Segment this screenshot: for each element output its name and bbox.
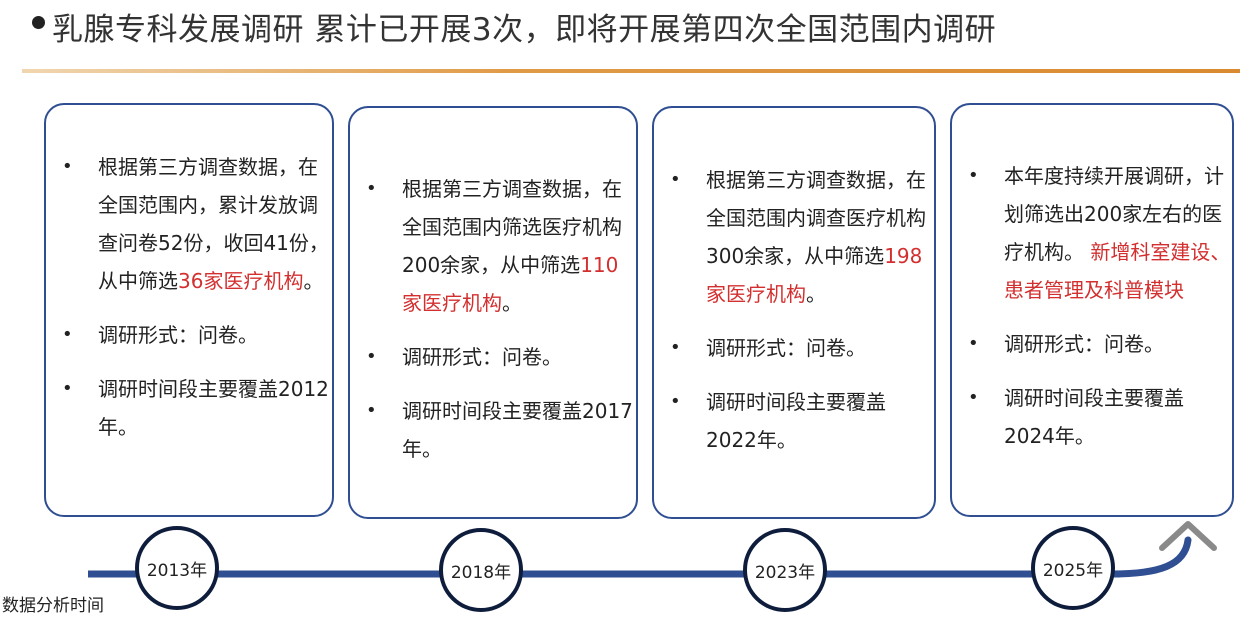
- highlight-text: 36家医疗机构: [178, 269, 304, 293]
- list-item: 调研形式：问卷。: [654, 329, 934, 367]
- list-item: 调研形式：问卷。: [350, 338, 636, 376]
- year-node-2023: 2023年: [743, 528, 827, 612]
- card-list: 根据第三方调查数据，在全国范围内筛选医疗机构200余家，从中筛选110家医疗机构…: [350, 170, 636, 468]
- year-label: 2025年: [1042, 560, 1104, 581]
- timeline-curve: [1108, 536, 1192, 578]
- highlight-text: 198家医疗机构: [706, 244, 923, 306]
- list-item: 根据第三方调查数据，在全国范围内调查医疗机构300余家，从中筛选198家医疗机构…: [654, 161, 934, 313]
- year-node-2018: 2018年: [439, 528, 523, 612]
- list-item: 本年度持续开展调研，计划筛选出200家左右的医疗机构。 新增科室建设、患者管理及…: [952, 157, 1232, 309]
- card-list: 根据第三方调查数据，在全国范围内，累计发放调查问卷52份，收回41份，从中筛选3…: [46, 148, 332, 446]
- list-item: 调研形式：问卷。: [46, 316, 332, 354]
- year-node-2025: 2025年: [1031, 526, 1115, 610]
- card-list: 根据第三方调查数据，在全国范围内调查医疗机构300余家，从中筛选198家医疗机构…: [654, 161, 934, 459]
- list-item: 调研时间段主要覆盖2012年。: [46, 370, 332, 446]
- list-item: 根据第三方调查数据，在全国范围内筛选医疗机构200余家，从中筛选110家医疗机构…: [350, 170, 636, 322]
- survey-card-3: 根据第三方调查数据，在全国范围内调查医疗机构300余家，从中筛选198家医疗机构…: [652, 106, 936, 519]
- highlight-text: 新增科室建设、患者管理及科普模块: [1004, 240, 1231, 302]
- year-label: 2023年: [754, 562, 816, 583]
- list-item: 调研时间段主要覆盖2022年。: [654, 383, 934, 459]
- title-divider: [22, 69, 1240, 73]
- page-title: 乳腺专科发展调研 累计已开展3次，即将开展第四次全国范围内调研: [52, 12, 997, 48]
- survey-card-1: 根据第三方调查数据，在全国范围内，累计发放调查问卷52份，收回41份，从中筛选3…: [44, 103, 334, 517]
- list-item: 调研形式：问卷。: [952, 325, 1232, 363]
- highlight-text: 110家医疗机构: [402, 253, 619, 315]
- list-item: 调研时间段主要覆盖2017年。: [350, 392, 636, 468]
- title-bullet-icon: [32, 16, 45, 29]
- list-item: 根据第三方调查数据，在全国范围内，累计发放调查问卷52份，收回41份，从中筛选3…: [46, 148, 332, 300]
- survey-card-2: 根据第三方调查数据，在全国范围内筛选医疗机构200余家，从中筛选110家医疗机构…: [348, 106, 638, 519]
- year-node-2013: 2013年: [135, 526, 219, 610]
- chevron-up-icon: [1159, 521, 1217, 551]
- year-label: 2013年: [146, 560, 208, 581]
- survey-card-4: 本年度持续开展调研，计划筛选出200家左右的医疗机构。 新增科室建设、患者管理及…: [950, 103, 1234, 517]
- card-list: 本年度持续开展调研，计划筛选出200家左右的医疗机构。 新增科室建设、患者管理及…: [952, 157, 1232, 455]
- list-item: 调研时间段主要覆盖2024年。: [952, 379, 1232, 455]
- year-label: 2018年: [450, 562, 512, 583]
- timeline-caption: 数据分析时间: [2, 596, 104, 616]
